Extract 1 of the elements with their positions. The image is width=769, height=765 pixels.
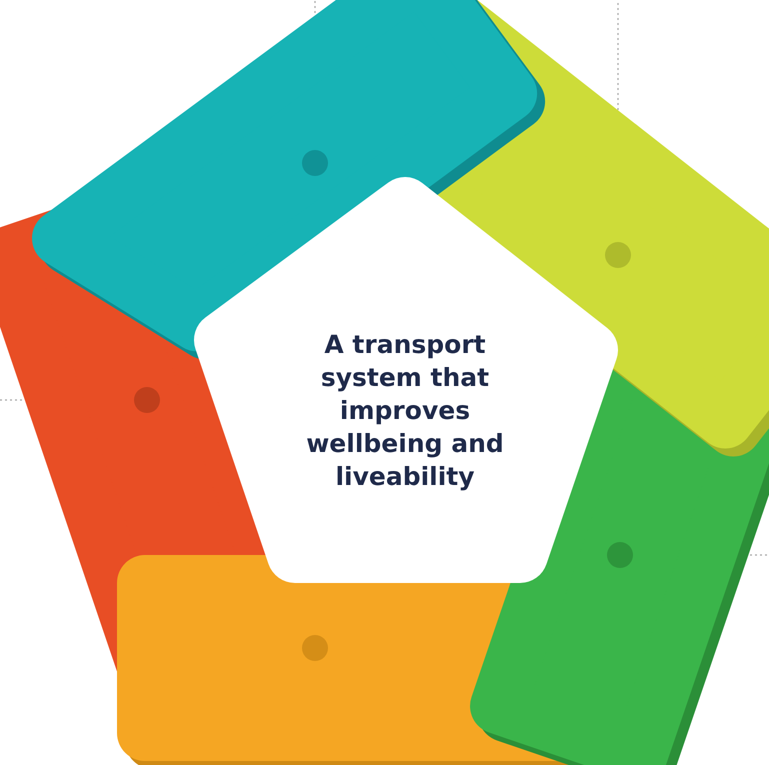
center-text: A transport system that improves wellbeing and liveability: [305, 328, 505, 492]
